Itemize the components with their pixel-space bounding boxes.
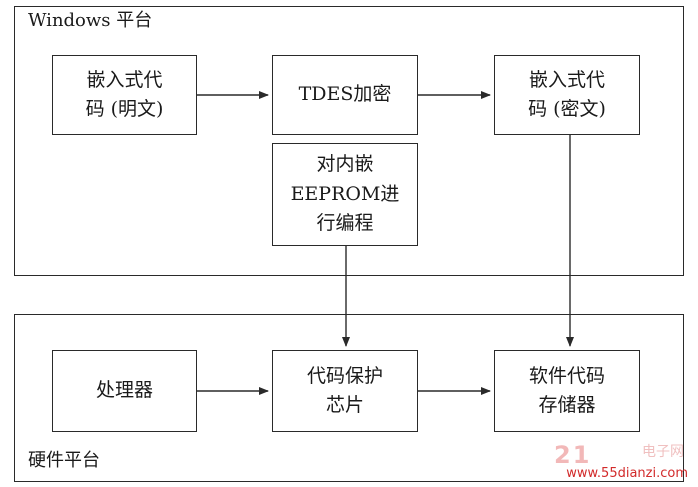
windows-platform-label: Windows 平台 [28, 10, 153, 31]
ciphertext-code-label: 嵌入式代 码 (密文) [528, 68, 606, 120]
hardware-platform-group [14, 314, 684, 482]
eeprom-program-box: 对内嵌 EEPROM进 行编程 [272, 143, 418, 246]
watermark-url: www.55dianzi.com [566, 466, 688, 481]
software-storage-box: 软件代码 存储器 [494, 350, 640, 432]
plaintext-code-label: 嵌入式代 码 (明文) [85, 68, 164, 120]
plaintext-code-box: 嵌入式代 码 (明文) [52, 55, 197, 135]
hardware-platform-label: 硬件平台 [28, 450, 100, 471]
protect-chip-label: 代码保护 芯片 [306, 364, 383, 416]
watermark-number: 21 [554, 441, 592, 469]
ciphertext-code-box: 嵌入式代 码 (密文) [494, 55, 640, 135]
eeprom-program-label: 对内嵌 EEPROM进 行编程 [290, 153, 400, 235]
windows-platform-group [14, 6, 684, 276]
watermark-cn-text: 电子网 [642, 444, 684, 460]
processor-box: 处理器 [52, 350, 197, 432]
software-storage-label: 软件代码 存储器 [528, 364, 605, 416]
site-watermark: 21 电子网 www.55dianzi.com [550, 441, 690, 483]
protect-chip-box: 代码保护 芯片 [272, 350, 418, 432]
tdes-encrypt-label: TDES加密 [298, 83, 392, 106]
tdes-encrypt-box: TDES加密 [272, 55, 418, 135]
processor-label: 处理器 [95, 379, 153, 402]
